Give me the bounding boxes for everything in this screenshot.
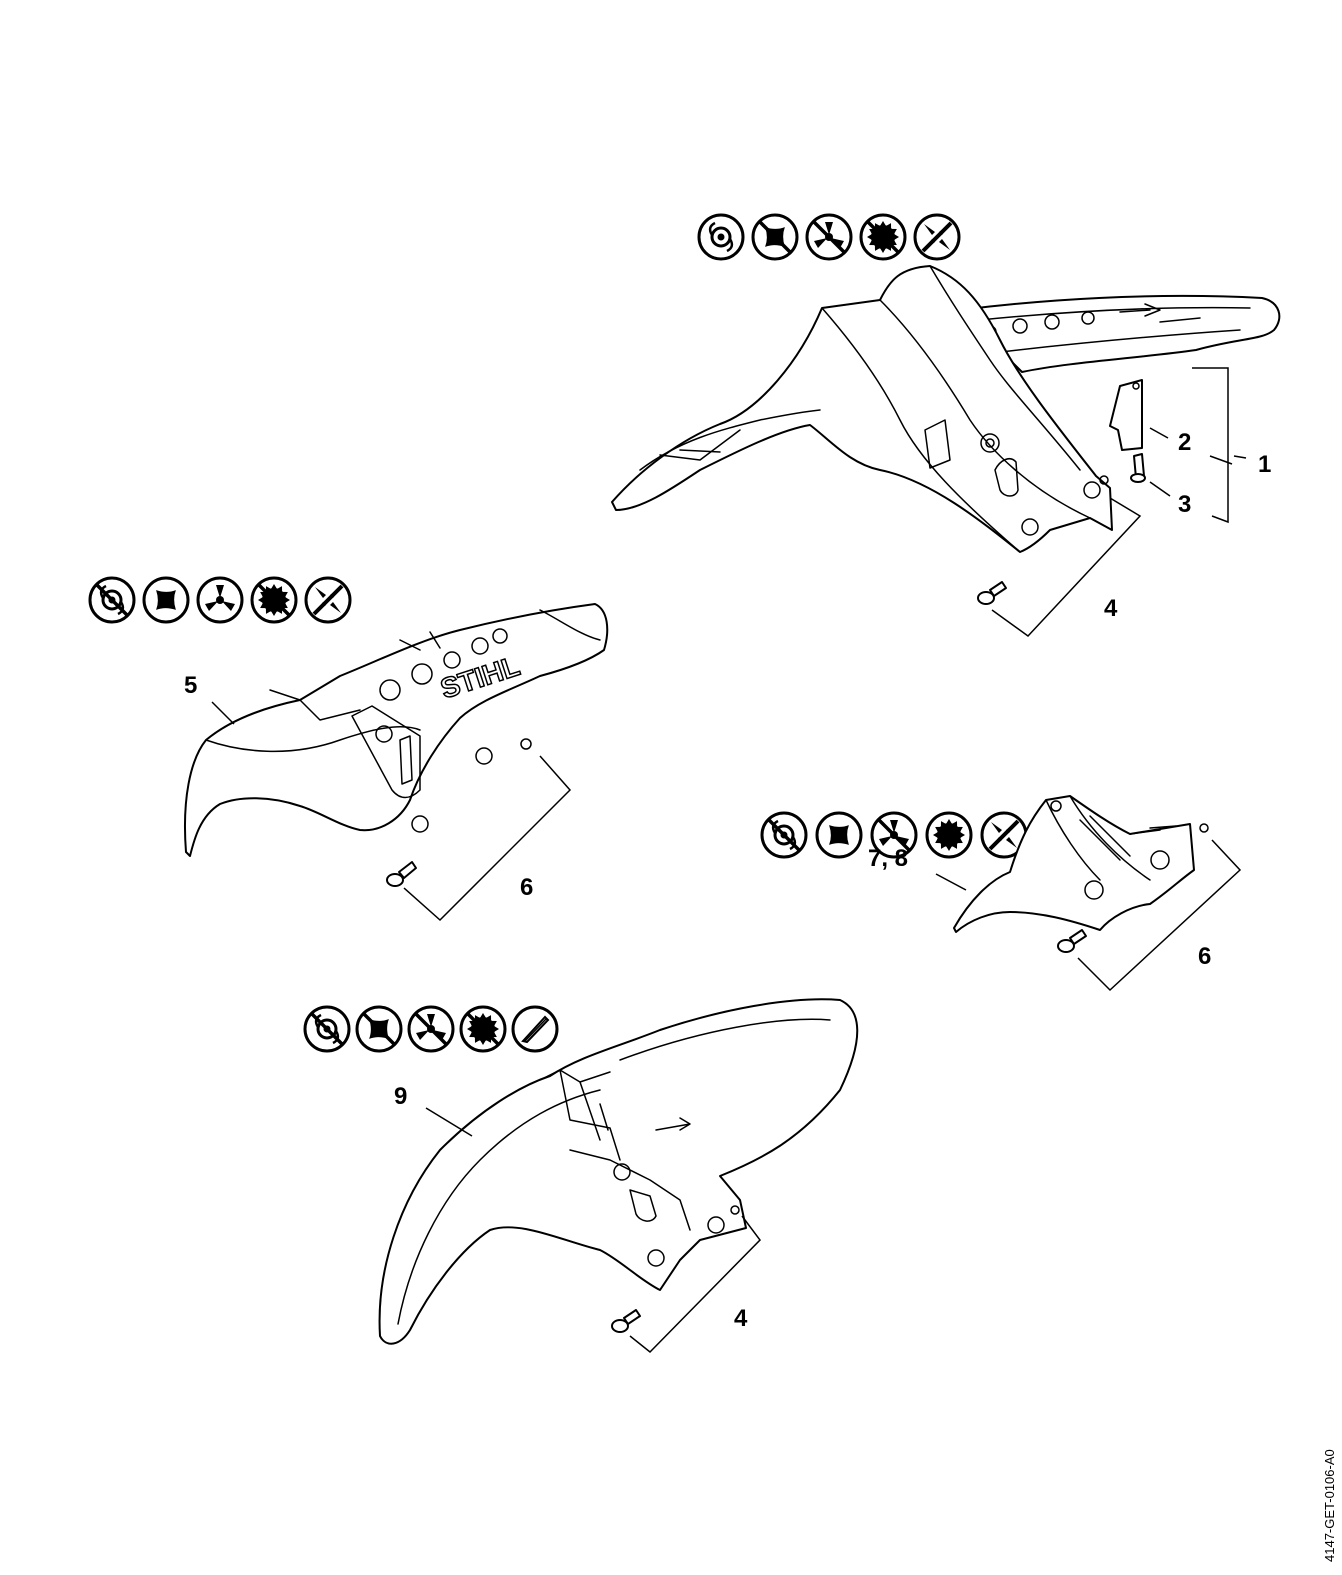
callout-7-8: 7, 8 — [868, 845, 908, 872]
trimmer-head-icon — [697, 213, 745, 261]
three-tooth-blade-icon — [196, 576, 244, 624]
document-id: 4147-GET-0106-A0 — [1322, 1449, 1337, 1562]
callout-4-second: 4 — [734, 1305, 748, 1332]
trimmer-head-icon — [88, 576, 136, 624]
saw-blade-icon — [459, 1005, 507, 1053]
callout-6: 6 — [520, 874, 533, 901]
callout-1: 1 — [1258, 451, 1271, 478]
leader-lines-9 — [425, 1107, 761, 1354]
brush-knife-icon — [511, 1005, 559, 1053]
square-blade-icon — [355, 1005, 403, 1053]
callout-5: 5 — [184, 672, 197, 699]
saw-blade-icon — [250, 576, 298, 624]
leader-lines-7-8 — [935, 839, 1242, 992]
symbol-row-4 — [303, 1005, 559, 1053]
trimmer-head-icon — [303, 1005, 351, 1053]
leader-lines-5 — [211, 701, 572, 922]
trimmer-head-icon — [760, 811, 808, 859]
leader-lines-1 — [991, 367, 1247, 637]
four-tooth-blade-icon — [913, 213, 961, 261]
three-tooth-blade-icon — [805, 213, 853, 261]
symbol-row-1 — [697, 213, 961, 261]
callout-4: 4 — [1104, 595, 1118, 622]
saw-blade-icon — [859, 213, 907, 261]
callout-9: 9 — [394, 1083, 407, 1110]
callout-6-second: 6 — [1198, 943, 1211, 970]
callout-3: 3 — [1178, 491, 1191, 518]
square-blade-icon — [815, 811, 863, 859]
four-tooth-blade-icon — [304, 576, 352, 624]
deflector-part-9 — [378, 998, 859, 1345]
symbol-row-2 — [88, 576, 352, 624]
square-blade-icon — [751, 213, 799, 261]
saw-blade-icon — [925, 811, 973, 859]
callout-2: 2 — [1178, 429, 1191, 456]
square-blade-icon — [142, 576, 190, 624]
three-tooth-blade-icon — [407, 1005, 455, 1053]
deflector-part-1 — [611, 265, 1281, 605]
deflector-part-5: STIHL — [183, 603, 609, 887]
deflector-part-7-8 — [953, 795, 1209, 953]
